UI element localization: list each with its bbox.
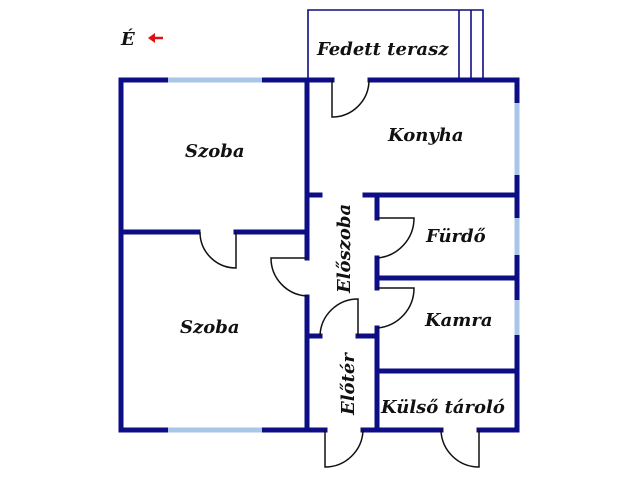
room-label-room-bottom: Szoba [180, 317, 239, 338]
room-label-pantry: Kamra [424, 310, 493, 331]
doors [199, 79, 480, 468]
north-label: É [120, 27, 135, 50]
room-label-storage: Külső tároló [380, 397, 505, 418]
room-label-terrace: Fedett terasz [316, 39, 449, 60]
room-label-bathroom: Fürdő [425, 226, 486, 247]
room-label-room-top: Szoba [185, 141, 244, 162]
walls [118, 77, 520, 433]
room-label-kitchen: Konyha [387, 125, 464, 146]
arrow-left-icon [148, 33, 163, 43]
windows [168, 77, 520, 433]
room-label-vestibule: Előtér [338, 352, 359, 416]
room-label-hall: Előszoba [334, 204, 355, 294]
terrace-outline [307, 9, 484, 80]
